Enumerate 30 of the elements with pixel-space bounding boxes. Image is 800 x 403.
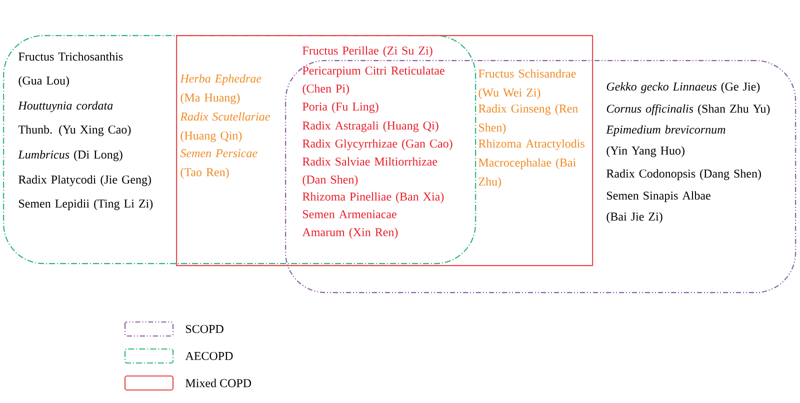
herb-name: Semen Sinapis Albae (Bai Jie Zi) <box>606 191 710 224</box>
legend-label: AECOPD <box>185 352 233 360</box>
set-outline <box>176 35 594 266</box>
herb-name: Radix Salviae Miltiorrhizae (Dan Shen) <box>302 157 438 186</box>
set-outline <box>3 35 476 264</box>
herb-name: Radix Astragali (Huang Qi) <box>302 121 438 132</box>
herb-name: Poria (Fu Ling) <box>302 102 378 114</box>
herb-name: Rhizoma Atractylodis Macrocephalae (Bai Zhu) <box>478 139 584 188</box>
herb-name: Semen Lepidii (Ting Li Zi) <box>19 199 153 210</box>
herb-name: Pericarpium Citri Reticulatae (Chen Pi) <box>302 66 444 96</box>
herb-name: Epimedium brevicornum (Yin Yang Huo) <box>606 125 726 158</box>
herb-name: Fructus Trichosanthis (Gua Lou) <box>18 52 123 88</box>
herb-name: Herba Ephedrae (Ma Huang) <box>180 74 262 104</box>
herb-name: Gekko gecko Linnaeus (Ge Jie) <box>606 82 760 94</box>
herb-name: Houttuynia cordata Thunb. (Yu Xing Cao) <box>18 101 131 136</box>
herb-name: Radix Glycyrrhizae (Gan Cao) <box>302 139 452 150</box>
herb-name: Radix Ginseng (Ren Shen) <box>478 104 578 134</box>
herb-name: Lumbricus (Di Long) <box>18 150 122 162</box>
legend-label: Mixed COPD <box>186 378 252 388</box>
herb-name: Rhizoma Pinelliae (Ban Xia) <box>302 192 444 204</box>
herb-name: Cornus officinalis (Shan Zhu Yu) <box>606 104 770 116</box>
legend-label: SCOPD <box>186 324 224 334</box>
herb-name: Radix Scutellariae (Huang Qin) <box>180 112 270 142</box>
herb-name: Radix Codonopsis (Dang Shen) <box>606 169 761 180</box>
herb-name: Semen Persicae (Tao Ren) <box>180 149 258 179</box>
set-outline <box>285 60 796 294</box>
herb-name: Fructus Perillae (Zi Su Zi) <box>302 46 432 58</box>
herb-name: Fructus Schisandrae (Wu Wei Zi) <box>478 69 576 100</box>
herb-name: Radix Platycodi (Jie Geng) <box>18 175 151 186</box>
herb-name: Semen Armeniacae Amarum (Xin Ren) <box>302 210 398 239</box>
